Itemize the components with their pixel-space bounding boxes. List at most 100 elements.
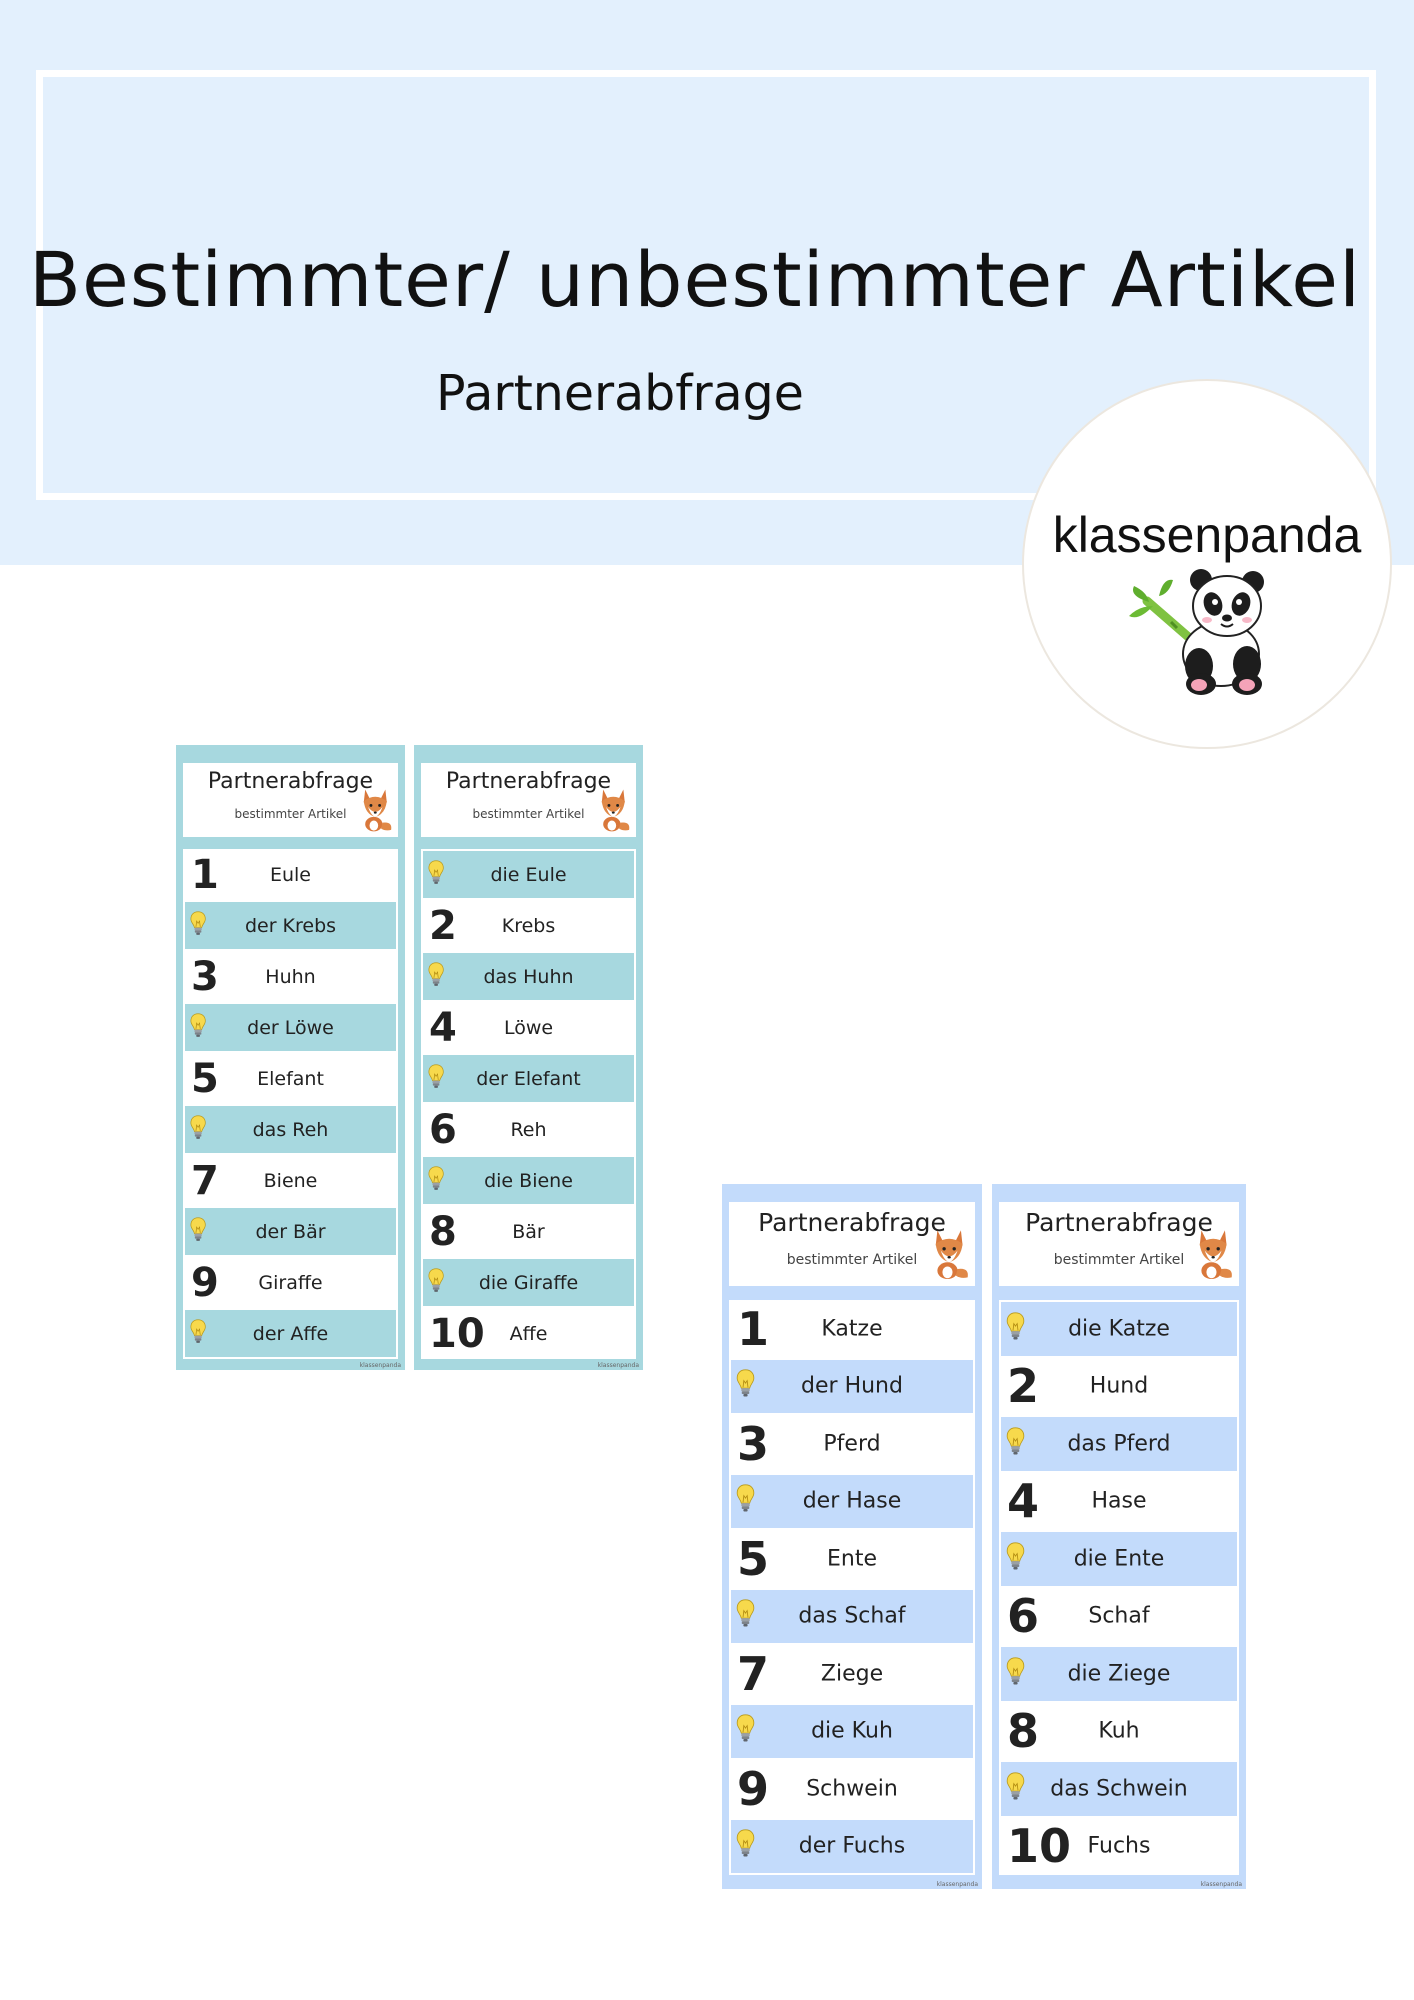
row-word: Ziege <box>820 1661 884 1687</box>
row-word: Pferd <box>823 1431 881 1457</box>
card-title: Partnerabfrage <box>445 769 612 794</box>
page-title: Bestimmter/ unbestimmter Artikel <box>28 235 1362 324</box>
row-word: Schwein <box>806 1776 898 1802</box>
row-word: der Hase <box>802 1488 902 1514</box>
list-item: der Krebs <box>183 900 398 951</box>
row-word: Elefant <box>257 1067 324 1090</box>
row-word: Bär <box>512 1220 545 1243</box>
list-item: die Ente <box>999 1530 1239 1588</box>
row-number: 1 <box>737 1301 770 1356</box>
fox-icon <box>935 1230 968 1280</box>
lightbulb-icon <box>735 1484 756 1518</box>
row-word: das Pferd <box>1067 1431 1171 1457</box>
lightbulb-icon <box>189 1114 207 1145</box>
list-item: 3 Huhn <box>183 951 398 1002</box>
row-word: Biene <box>263 1169 318 1192</box>
row-number: 8 <box>429 1208 457 1255</box>
row-word: der Fuchs <box>798 1833 906 1859</box>
list-item: 6 Reh <box>421 1104 636 1155</box>
page-subtitle: Partnerabfrage <box>436 365 804 422</box>
lightbulb-icon <box>1005 1657 1026 1691</box>
lightbulb-icon <box>1005 1427 1026 1461</box>
row-word: Giraffe <box>258 1271 323 1294</box>
lightbulb-icon <box>427 1165 445 1196</box>
row-word: der Löwe <box>247 1016 334 1039</box>
row-word: Fuchs <box>1087 1833 1151 1859</box>
list-item: 3 Pferd <box>729 1415 975 1473</box>
row-number: 7 <box>737 1646 770 1701</box>
card-brand: klassenpanda <box>359 1362 401 1369</box>
logo-text: klassenpanda <box>1052 507 1362 563</box>
list-item: der Bär <box>183 1206 398 1257</box>
list-item: der Fuchs <box>729 1817 975 1875</box>
row-number: 5 <box>191 1055 219 1102</box>
row-number: 3 <box>737 1416 770 1471</box>
list-item: das Huhn <box>421 951 636 1002</box>
row-word: Reh <box>510 1118 547 1141</box>
card-subtitle: bestimmter Artikel <box>786 1252 918 1268</box>
card-brand: klassenpanda <box>936 1881 978 1888</box>
list-item: die Kuh <box>729 1702 975 1760</box>
row-word: der Elefant <box>476 1067 581 1090</box>
row-word: die Ente <box>1073 1546 1165 1572</box>
list-item: 7 Ziege <box>729 1645 975 1703</box>
card-header: Partnerabfrage bestimmter Artikel <box>421 763 636 837</box>
row-word: das Reh <box>252 1118 329 1141</box>
row-number: 6 <box>1007 1589 1040 1644</box>
row-word: Kuh <box>1098 1718 1140 1744</box>
row-word: die Giraffe <box>478 1271 579 1294</box>
row-number: 2 <box>429 902 457 949</box>
lightbulb-icon <box>427 1063 445 1094</box>
list-item: 2 Krebs <box>421 900 636 951</box>
lightbulb-icon <box>1005 1772 1026 1806</box>
row-number: 3 <box>191 953 219 1000</box>
row-number: 4 <box>429 1004 457 1051</box>
list-item: 5 Elefant <box>183 1053 398 1104</box>
lightbulb-icon <box>427 961 445 992</box>
card-subtitle: bestimmter Artikel <box>234 807 347 821</box>
row-word: der Bär <box>255 1220 326 1243</box>
row-word: die Katze <box>1068 1316 1170 1342</box>
list-item: der Löwe <box>183 1002 398 1053</box>
row-number: 9 <box>191 1259 219 1306</box>
lightbulb-icon <box>427 1267 445 1298</box>
row-word: Löwe <box>503 1016 554 1039</box>
row-word: das Schwein <box>1050 1776 1188 1802</box>
row-word: die Biene <box>484 1169 573 1192</box>
card-header: Partnerabfrage bestimmter Artikel <box>729 1202 975 1286</box>
row-number: 5 <box>737 1531 770 1586</box>
row-word: Huhn <box>265 965 316 988</box>
lightbulb-icon <box>189 1318 207 1349</box>
card-brand: klassenpanda <box>597 1362 639 1369</box>
row-word: die Ziege <box>1067 1661 1171 1687</box>
row-word: Krebs <box>501 914 556 937</box>
list-item: 8 Bär <box>421 1206 636 1257</box>
lightbulb-icon <box>189 1216 207 1247</box>
lightbulb-icon <box>189 1012 207 1043</box>
list-item: die Biene <box>421 1155 636 1206</box>
klassenpanda-logo: klassenpanda <box>1022 379 1392 749</box>
lightbulb-icon <box>1005 1312 1026 1346</box>
lightbulb-icon <box>735 1599 756 1633</box>
row-number: 6 <box>429 1106 457 1153</box>
lightbulb-icon <box>1005 1542 1026 1576</box>
lightbulb-icon <box>735 1829 756 1863</box>
list-item: die Giraffe <box>421 1257 636 1308</box>
list-item: das Schwein <box>999 1760 1239 1818</box>
fox-icon <box>363 789 392 832</box>
list-item: 4 Löwe <box>421 1002 636 1053</box>
row-number: 1 <box>191 851 219 898</box>
card-subtitle: bestimmter Artikel <box>1053 1252 1185 1268</box>
